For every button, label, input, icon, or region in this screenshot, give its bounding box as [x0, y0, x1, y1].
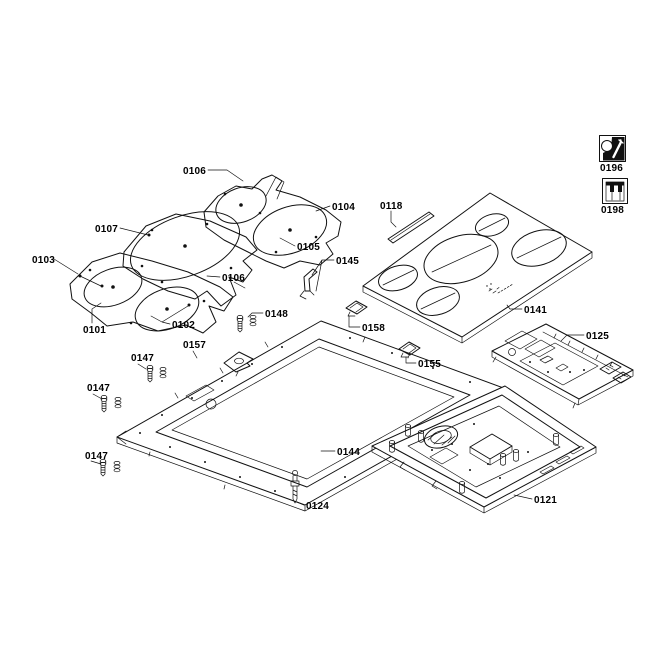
leader-lines: [53, 169, 585, 506]
screw-0147-a: [146, 365, 167, 383]
sensor-0124: [290, 470, 300, 504]
trim-strip: [387, 211, 435, 244]
callout-0102: 0102: [172, 320, 195, 331]
mounting-frame: [116, 320, 510, 512]
glass-ceramic-cooktop: [362, 192, 593, 344]
coil-carrier-plate-large: [122, 211, 258, 307]
cooling-fan: [423, 425, 459, 449]
control-module: [491, 323, 634, 409]
clip-0155: [398, 341, 421, 358]
callout-0148: 0148: [265, 309, 288, 320]
callout-0124: 0124: [306, 501, 329, 512]
callout-0105: 0105: [297, 242, 320, 253]
callout-0145: 0145: [336, 256, 359, 267]
callout-0106-top: 0106: [183, 166, 206, 177]
bracket-0157: [223, 351, 254, 377]
callout-0157: 0157: [183, 340, 206, 351]
callout-0106-side: 0106: [222, 273, 245, 284]
brand-logo: [486, 283, 514, 294]
legend: 0196 0198: [599, 135, 628, 216]
callout-0107: 0107: [95, 224, 118, 235]
service-icon: [599, 135, 626, 162]
callout-0125: 0125: [586, 331, 609, 342]
coil-carrier-plate-top: [203, 174, 342, 269]
service-icon-label: 0196: [600, 163, 623, 174]
callout-0147-a: 0147: [131, 353, 154, 364]
tool-kit-icon-label: 0198: [601, 205, 624, 216]
callout-0104: 0104: [332, 202, 355, 213]
callout-0144: 0144: [337, 447, 360, 458]
screw-0148: [236, 315, 257, 333]
callout-0118: 0118: [380, 201, 403, 212]
callout-0141: 0141: [524, 305, 547, 316]
callout-0101: 0101: [83, 325, 106, 336]
base-tray: [371, 385, 597, 514]
callout-0155: 0155: [418, 359, 441, 370]
tool-kit-icon: [602, 178, 628, 204]
callout-0158: 0158: [362, 323, 385, 334]
part-number-labels: 0106 0104 0107 0105 0103 0145 0118 0106 …: [32, 166, 609, 512]
callout-0147-c: 0147: [85, 451, 108, 462]
callout-0121: 0121: [534, 495, 557, 506]
callout-0147-b: 0147: [87, 383, 110, 394]
coil-carrier-plate-dual: [69, 252, 234, 334]
screw-0147-b: [100, 395, 122, 413]
cooking-zone-rings: [378, 213, 567, 316]
clip-0158: [345, 300, 368, 317]
callout-0103: 0103: [32, 255, 55, 266]
bracket-0145: [299, 268, 318, 300]
